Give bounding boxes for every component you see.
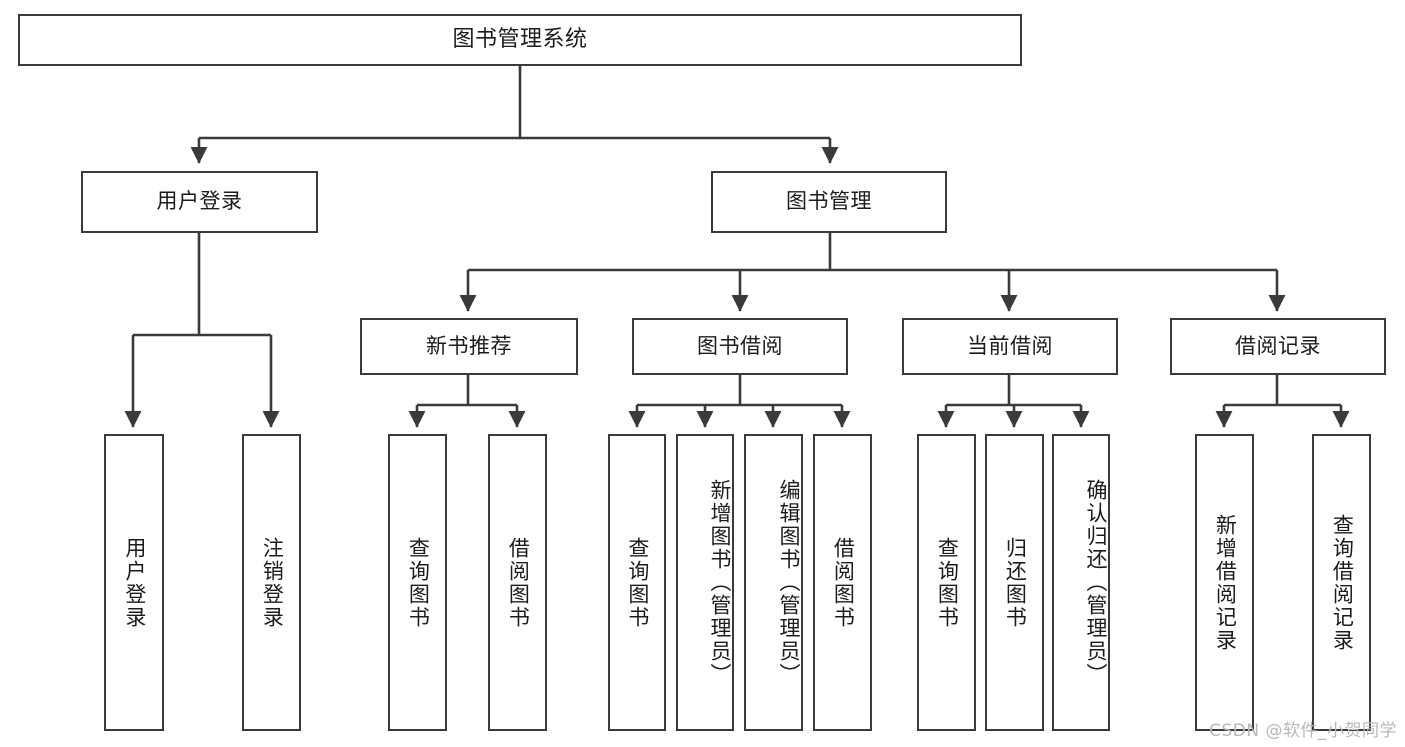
node-book-management[interactable]: 图书管理 bbox=[711, 171, 947, 233]
leaf-user-login[interactable]: 用户登录 bbox=[104, 434, 164, 731]
node-root-system[interactable]: 图书管理系统 bbox=[18, 14, 1022, 66]
node-book-borrow[interactable]: 图书借阅 bbox=[632, 318, 848, 375]
leaf-query-book-current[interactable]: 查询图书 bbox=[917, 434, 976, 731]
leaf-edit-book-admin[interactable]: 编辑图书（管理员） bbox=[744, 434, 803, 731]
leaf-return-book[interactable]: 归还图书 bbox=[985, 434, 1044, 731]
node-borrow-record[interactable]: 借阅记录 bbox=[1170, 318, 1386, 375]
leaf-logout[interactable]: 注销登录 bbox=[242, 434, 301, 731]
leaf-borrow-book[interactable]: 借阅图书 bbox=[813, 434, 872, 731]
leaf-query-borrow-record[interactable]: 查询借阅记录 bbox=[1312, 434, 1371, 731]
leaf-add-book-admin[interactable]: 新增图书（管理员） bbox=[676, 434, 734, 731]
leaf-confirm-return-admin[interactable]: 确认归还（管理员） bbox=[1052, 434, 1110, 731]
leaf-borrow-book-recommend[interactable]: 借阅图书 bbox=[488, 434, 547, 731]
node-new-book-recommend[interactable]: 新书推荐 bbox=[360, 318, 578, 375]
node-current-borrow[interactable]: 当前借阅 bbox=[902, 318, 1118, 375]
watermark-text: CSDN @软件_小贺同学 bbox=[1209, 721, 1397, 741]
leaf-query-book-borrow[interactable]: 查询图书 bbox=[608, 434, 666, 731]
node-user-login[interactable]: 用户登录 bbox=[81, 171, 318, 233]
leaf-add-borrow-record[interactable]: 新增借阅记录 bbox=[1195, 434, 1254, 731]
leaf-query-book-recommend[interactable]: 查询图书 bbox=[388, 434, 447, 731]
